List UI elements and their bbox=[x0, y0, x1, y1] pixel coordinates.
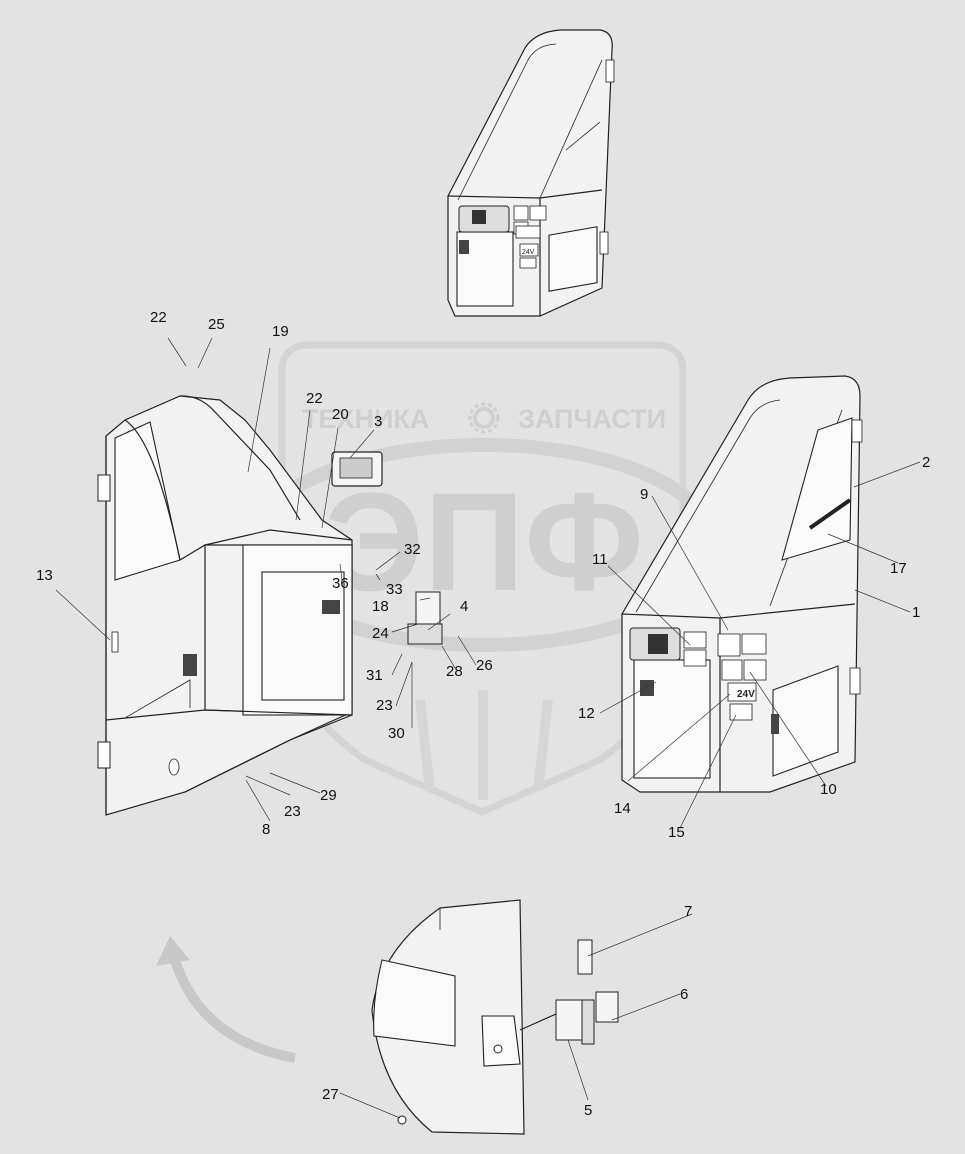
rotation-arrow bbox=[156, 936, 296, 1063]
right-door-panel bbox=[633, 659, 711, 779]
callout-28: 28 bbox=[446, 663, 463, 680]
callout-10: 10 bbox=[820, 781, 837, 798]
callout-22-top: 22 bbox=[150, 309, 167, 326]
right-hinge-upper bbox=[851, 419, 863, 443]
top-hinge-lower bbox=[599, 231, 609, 255]
fastener-27 bbox=[397, 1115, 407, 1125]
callout-26: 26 bbox=[476, 657, 493, 674]
callout-30: 30 bbox=[388, 725, 405, 742]
callout-13: 13 bbox=[36, 567, 53, 584]
watermark-monogram: ЭПФ bbox=[324, 463, 644, 620]
top-warning-decals: 24V bbox=[513, 205, 547, 269]
watermark-left-word: ТЕХНИКА bbox=[302, 404, 429, 434]
top-assembled-view: 24V bbox=[447, 29, 615, 317]
left-door-catch bbox=[111, 631, 119, 653]
right-vent bbox=[640, 680, 654, 696]
top-vent bbox=[459, 240, 469, 254]
callout-5: 5 bbox=[584, 1102, 592, 1119]
callout-33: 33 bbox=[386, 581, 403, 598]
callout-36: 36 bbox=[332, 575, 349, 592]
callout-23: 23 bbox=[376, 697, 393, 714]
right-lower-side-panel bbox=[772, 665, 839, 777]
leader-lines bbox=[55, 337, 921, 1119]
callout-29: 29 bbox=[320, 787, 337, 804]
right-warning-decals: 24V bbox=[683, 631, 767, 721]
right-upper-side-panel bbox=[781, 417, 853, 561]
left-vent bbox=[322, 600, 340, 614]
left-door-vent bbox=[183, 654, 197, 676]
callout-18: 18 bbox=[372, 598, 389, 615]
right-assembled-view: 24V bbox=[621, 375, 863, 793]
callout-19: 19 bbox=[272, 323, 289, 340]
watermark-right-word: ЗАПЧАСТИ bbox=[518, 404, 666, 434]
callout-labels: 1 2 3 4 5 6 7 8 9 10 11 12 13 14 15 17 1… bbox=[36, 309, 930, 1119]
left-inner-opening bbox=[261, 571, 345, 701]
left-hinge-upper bbox=[97, 474, 111, 502]
callout-22: 22 bbox=[306, 390, 323, 407]
callout-12: 12 bbox=[578, 705, 595, 722]
callout-15: 15 bbox=[668, 824, 685, 841]
callout-11: 11 bbox=[592, 551, 608, 568]
callout-6: 6 bbox=[680, 986, 688, 1003]
callout-1: 1 bbox=[912, 604, 920, 621]
latch-handle-part bbox=[331, 451, 383, 487]
top-side-panel bbox=[548, 226, 598, 292]
hinge-detail-view bbox=[156, 899, 619, 1135]
top-voltage-decal: 24V bbox=[522, 249, 535, 256]
callout-7: 7 bbox=[684, 903, 692, 920]
top-door-panel bbox=[456, 231, 514, 307]
callout-9: 9 bbox=[640, 486, 648, 503]
callout-23-bottom: 23 bbox=[284, 803, 301, 820]
callout-14: 14 bbox=[614, 800, 631, 817]
left-open-assembly bbox=[97, 395, 443, 816]
callout-4: 4 bbox=[460, 598, 468, 615]
callout-24: 24 bbox=[372, 625, 389, 642]
callout-31: 31 bbox=[366, 667, 383, 684]
hinge-plate bbox=[481, 1015, 521, 1067]
callout-25: 25 bbox=[208, 316, 225, 333]
wheat-emblem bbox=[415, 690, 553, 800]
left-hinge-lower bbox=[97, 741, 111, 769]
callout-8: 8 bbox=[262, 821, 270, 838]
left-rubber-stop bbox=[168, 758, 180, 776]
callout-3: 3 bbox=[374, 413, 382, 430]
top-hinge-upper bbox=[605, 59, 615, 83]
hinge-assembly-part bbox=[555, 939, 619, 1045]
callout-2: 2 bbox=[922, 454, 930, 471]
callout-17: 17 bbox=[890, 560, 907, 577]
callout-20: 20 bbox=[332, 406, 349, 423]
voltage-decal: 24V bbox=[737, 689, 755, 700]
right-hinge-lower bbox=[849, 667, 861, 695]
right-side-vent bbox=[771, 714, 779, 734]
gear-icon bbox=[468, 402, 500, 434]
lock-bracket-part bbox=[407, 591, 443, 645]
callout-27: 27 bbox=[322, 1086, 339, 1103]
callout-32: 32 bbox=[404, 541, 421, 558]
